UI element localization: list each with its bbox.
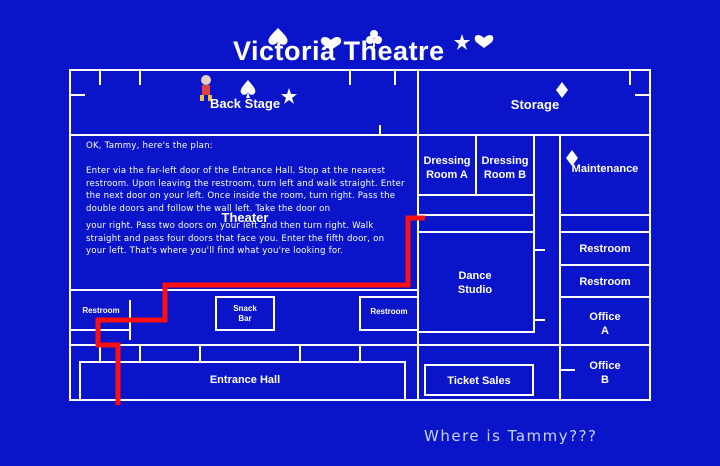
room-restroom-right-2[interactable]: Restroom <box>579 276 631 288</box>
club-icon <box>366 30 382 47</box>
spade-icon <box>240 80 256 98</box>
plan-text-part1: OK, Tammy, here's the plan: Enter via th… <box>86 141 405 214</box>
room-dressing-a[interactable]: Dressing Room A <box>423 155 471 181</box>
route-path <box>95 215 425 405</box>
room-restroom-mid[interactable]: Restroom <box>370 307 408 316</box>
diamond-icon <box>566 150 578 166</box>
heart-icon <box>320 37 342 50</box>
caption: Where is Tammy??? <box>424 427 598 445</box>
cartoon-character-icon <box>200 75 212 101</box>
room-dressing-b[interactable]: Dressing Room B <box>481 155 529 181</box>
room-office-b[interactable]: Office B <box>589 360 621 386</box>
room-theater[interactable]: Theater <box>221 210 269 225</box>
room-entrance-hall[interactable]: Entrance Hall <box>209 374 281 386</box>
room-restroom-right-1[interactable]: Restroom <box>579 243 631 255</box>
room-office-a[interactable]: Office A <box>589 311 621 337</box>
room-back-stage[interactable]: Back Stage <box>209 96 281 111</box>
room-storage[interactable]: Storage <box>510 97 560 112</box>
star-icon <box>454 34 470 50</box>
room-maintenance[interactable]: Maintenance <box>571 163 639 175</box>
star-icon <box>281 88 297 104</box>
room-snack-bar[interactable]: Snack Bar <box>233 304 257 323</box>
room-dance-studio[interactable]: Dance Studio <box>457 270 493 296</box>
room-restroom-left[interactable]: Restroom <box>82 306 120 315</box>
room-ticket-sales[interactable]: Ticket Sales <box>447 375 511 387</box>
spade-icon <box>268 28 288 48</box>
diamond-icon <box>556 82 568 98</box>
heart-icon <box>474 35 494 48</box>
plan-text-part2: your right. Pass two doors on your left … <box>86 221 385 257</box>
